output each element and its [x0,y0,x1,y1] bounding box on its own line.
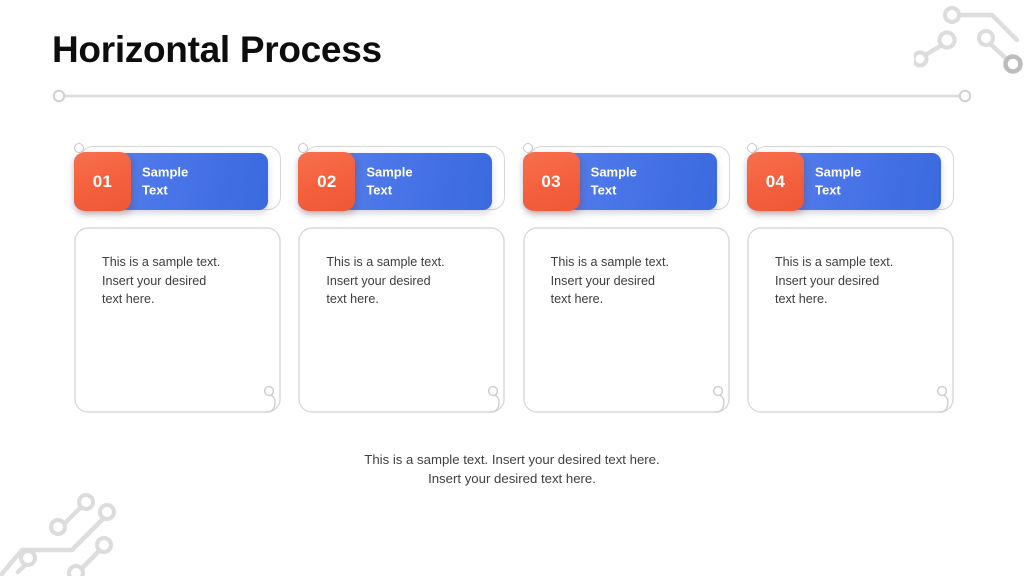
card-heading-04: Sample Text [814,164,862,198]
process-card-03[interactable]: 03 Sample Text This is a sample text. In… [522,143,730,423]
card-heading-03: Sample Text [590,164,637,198]
card-body-outline-03 [522,227,730,413]
process-cards-row: 01 Sample Text This is a sample text. In… [74,143,954,423]
card-body-text-04: This is a sample text. Insert your desir… [774,255,894,306]
title-divider-rule [52,89,972,103]
card-body-01[interactable]: This is a sample text. Insert your desir… [74,227,281,413]
card-number-badge-04: 04 [746,152,804,211]
footer-note: This is a sample text. Insert your desir… [364,452,660,486]
card-body-outline-04 [747,227,954,413]
card-header-bar-02[interactable]: 02 Sample Text [298,152,493,211]
process-card-04[interactable]: 04 Sample Text This is a sample text. In… [746,143,954,423]
card-header-bar-04[interactable]: 04 Sample Text [746,152,941,211]
card-number-badge-01: 01 [74,152,131,211]
card-header-bar-03[interactable]: 03 Sample Text [522,152,717,211]
card-body-outline-02 [298,227,506,413]
card-body-text-03: This is a sample text. Insert your desir… [550,255,669,306]
divider-left-dot [52,89,66,103]
page-title: Horizontal Process [52,29,382,70]
card-header-bar-01[interactable]: 01 Sample Text [74,152,268,211]
process-card-01[interactable]: 01 Sample Text This is a sample text. In… [74,143,281,423]
card-body-04[interactable]: This is a sample text. Insert your desir… [747,227,954,413]
card-number-badge-02: 02 [298,152,356,211]
circuit-pattern-icon-bottom-left [0,493,116,576]
divider-right-dot [958,89,972,103]
card-body-outline-01 [74,227,281,413]
card-heading-01: Sample Text [142,164,189,198]
card-body-03[interactable]: This is a sample text. Insert your desir… [522,227,730,413]
card-number-badge-03: 03 [522,152,580,211]
card-body-text-02: This is a sample text. Insert your desir… [326,255,445,306]
process-card-02[interactable]: 02 Sample Text This is a sample text. In… [298,143,506,423]
card-heading-02: Sample Text [366,164,413,198]
card-body-text-01: This is a sample text. Insert your desir… [102,255,221,306]
circuit-pattern-icon-top-right [914,6,1023,74]
card-body-02[interactable]: This is a sample text. Insert your desir… [298,227,506,413]
